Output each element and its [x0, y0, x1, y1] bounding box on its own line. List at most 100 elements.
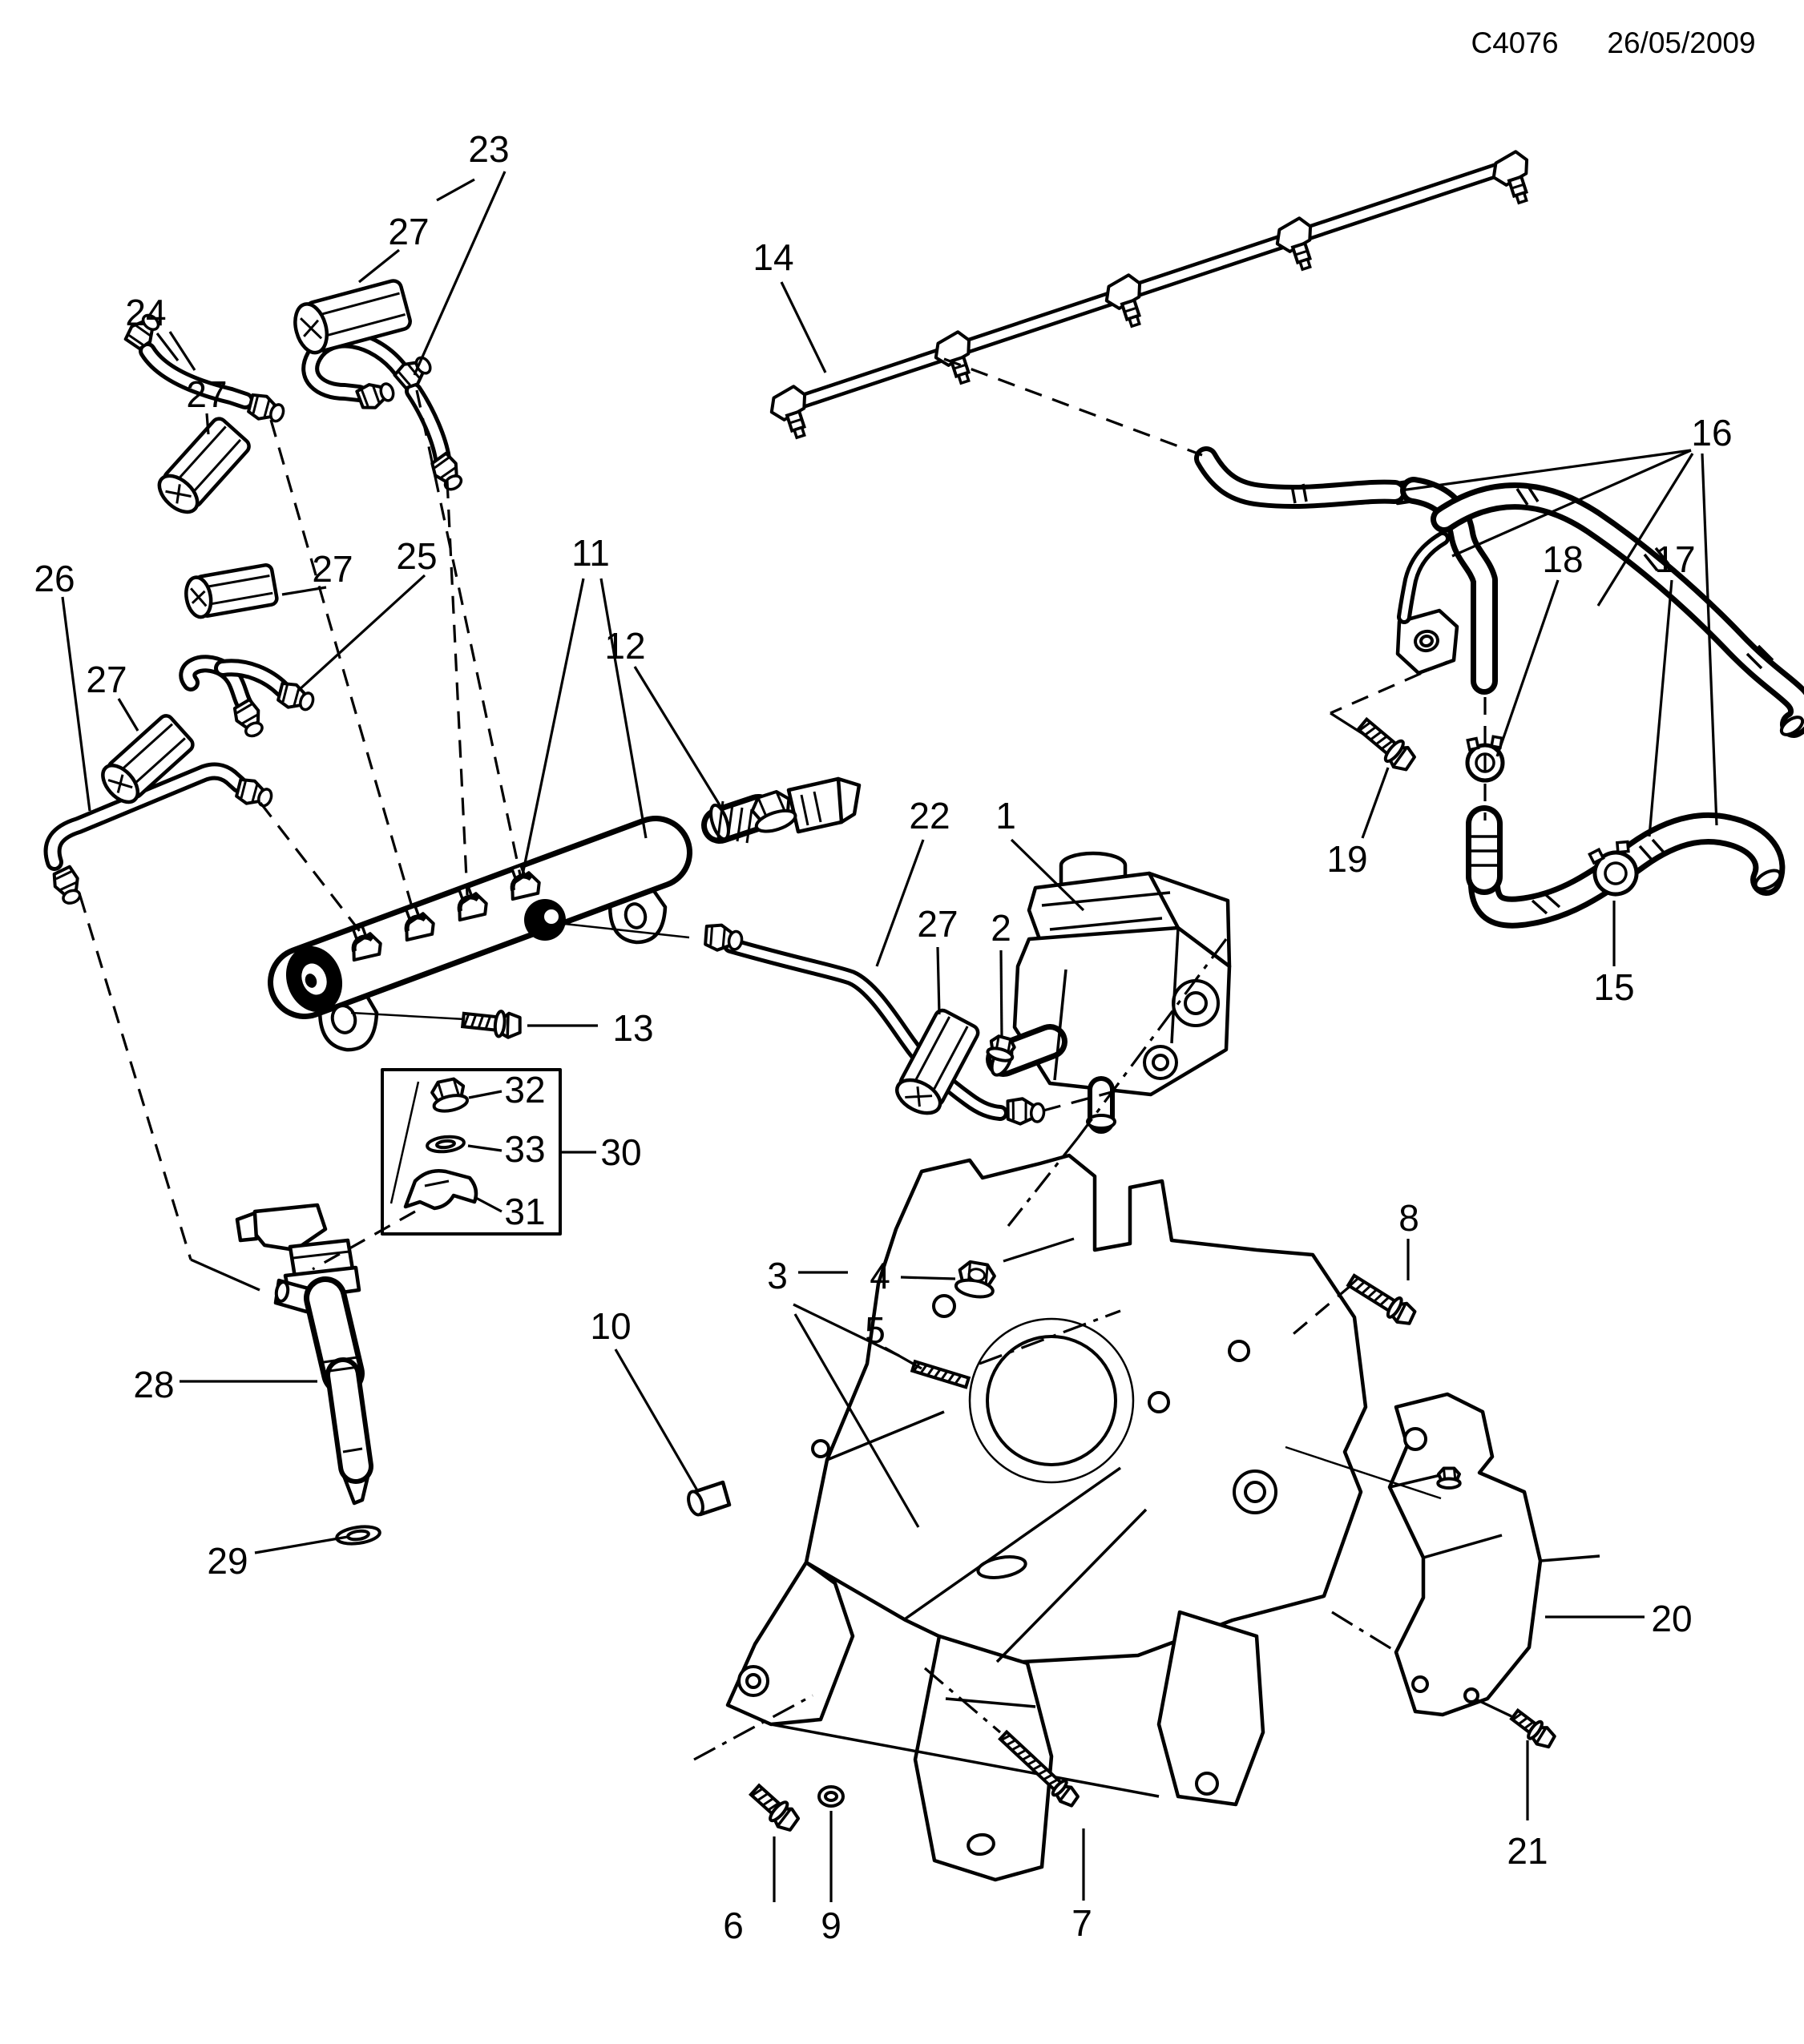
diagram-artwork [43, 150, 1804, 1882]
leader-line [780, 281, 827, 373]
pipe-union-nut [123, 313, 160, 351]
detail-line [802, 171, 1505, 409]
hose-strap-inner [1401, 535, 1446, 620]
leader-line [943, 357, 1203, 457]
callout-9: 9 [821, 1905, 841, 1946]
leader-line [793, 1313, 920, 1528]
detail-line [745, 808, 753, 844]
callout-32: 32 [504, 1069, 545, 1111]
hole [811, 1439, 830, 1458]
detail-line [995, 1508, 1148, 1663]
inset-clamp-31 [403, 1169, 478, 1211]
detail-line [1526, 485, 1540, 502]
pipe-union-nut [355, 382, 395, 409]
hole [1463, 1687, 1479, 1703]
callout-20: 20 [1651, 1598, 1692, 1639]
drawing-date: 26/05/2009 [1607, 26, 1755, 59]
callout-27: 27 [86, 659, 127, 700]
leader-line [633, 666, 723, 808]
callout-7: 7 [1072, 1902, 1092, 1944]
leader-line [693, 1694, 813, 1761]
detail-line [1302, 483, 1308, 502]
leader-line [436, 178, 475, 202]
ellipse-detail [1779, 716, 1804, 736]
clamp-15 [1588, 840, 1639, 897]
leader-line [1477, 1699, 1512, 1718]
nut-4 [954, 1260, 996, 1299]
detail-line [1515, 488, 1529, 506]
callout-27: 27 [312, 548, 353, 590]
pipe-union-nut [232, 698, 264, 738]
leader-line [1076, 938, 1228, 1139]
hole [932, 1294, 956, 1318]
sensor-connector-end [836, 776, 862, 824]
hole [968, 1317, 1135, 1484]
leader-line [875, 839, 925, 967]
bracket-leg-right [1156, 1610, 1265, 1807]
leader-line [1495, 579, 1560, 757]
callout-27: 27 [186, 373, 227, 415]
bracket20-nut [1436, 1466, 1462, 1490]
leader-line [1361, 767, 1390, 839]
protective-cap-27 [101, 714, 195, 804]
detail-line [1053, 969, 1067, 1081]
hole [1403, 1427, 1427, 1451]
detail-line [1654, 546, 1670, 566]
callout-1: 1 [995, 795, 1016, 837]
leader-line [269, 419, 416, 916]
hose-junction-elbow-inner [1406, 482, 1492, 689]
leader-line [467, 1144, 502, 1152]
pipe-union-nut [52, 865, 82, 905]
leader-line [1043, 1088, 1121, 1112]
detail-line [342, 1447, 363, 1453]
ellipse-detail [976, 1555, 1027, 1579]
leader-line [205, 413, 210, 435]
hose-17-lower-inner [1473, 817, 1780, 923]
protective-cap-27 [293, 279, 412, 355]
fuel-rail-11-inner [273, 821, 687, 1014]
hole [1195, 1772, 1219, 1796]
detail-line [293, 1250, 350, 1260]
bracket-20-plate [1387, 1392, 1543, 1717]
leader-line [793, 1303, 900, 1357]
pipe-26-inner [47, 766, 244, 867]
bolt-7 [998, 1729, 1080, 1808]
ellipse-detail [1086, 1114, 1116, 1130]
injector-plug-tip [235, 1211, 259, 1243]
leader-line [1451, 449, 1692, 558]
leader-line [413, 171, 506, 376]
detail-line [1651, 838, 1667, 856]
sensor-hex [750, 790, 797, 833]
nut-32 [430, 1077, 470, 1113]
callout-27: 27 [388, 211, 429, 252]
leader-line [1701, 453, 1718, 826]
ellipse-detail [624, 902, 648, 929]
callout-30: 30 [600, 1131, 641, 1173]
callout-19: 19 [1326, 838, 1367, 880]
leader-lines [61, 171, 1718, 1902]
rail-port [351, 924, 382, 962]
hole [1148, 1391, 1170, 1413]
protective-cap-27 [157, 417, 251, 514]
detail-line [1290, 485, 1297, 504]
leader-line [190, 1258, 260, 1292]
leader-line [979, 1309, 1121, 1365]
hole [1152, 1054, 1169, 1071]
leader-line [297, 574, 426, 692]
rail-port [404, 904, 435, 942]
detail-line [736, 807, 744, 842]
protective-cap-27 [184, 563, 279, 619]
leader-line [446, 480, 469, 896]
leader-line [259, 802, 363, 934]
leader-line [117, 698, 139, 732]
detail-line [1423, 1534, 1503, 1559]
leader-line [1003, 1237, 1075, 1263]
callout-21: 21 [1507, 1830, 1548, 1872]
callout-24: 24 [125, 292, 166, 333]
leader-line [1596, 453, 1694, 607]
callout-3: 3 [767, 1255, 788, 1296]
detail-line [813, 791, 822, 823]
pipe-22-inner [727, 941, 1004, 1117]
